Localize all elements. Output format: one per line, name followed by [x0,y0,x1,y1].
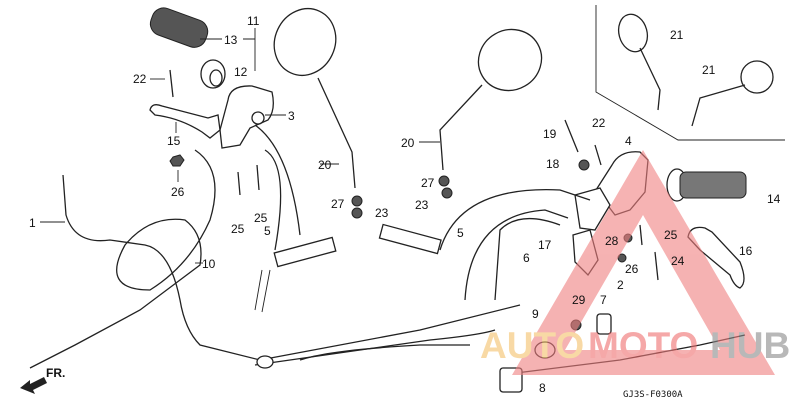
label-1: 1 [29,216,36,230]
cables [29,124,746,393]
right-grip [666,168,747,202]
label-9: 9 [532,307,539,321]
label-27: 27 [421,176,435,190]
label-14: 14 [767,192,781,206]
label-12: 12 [234,65,248,79]
label-5: 5 [264,224,271,238]
watermark-triangle [512,150,775,375]
label-26: 26 [625,262,639,276]
drawing-code: GJ3S-F0300A [623,390,683,400]
label-22: 22 [133,72,147,86]
watermark-moto: MOTO [588,325,698,366]
label-16: 16 [739,244,753,258]
label-3: 3 [288,109,295,123]
watermark-hub: HUB [710,325,790,366]
screw-25-a [237,171,241,196]
leader-lines [40,28,440,264]
label-15: 15 [167,134,181,148]
label-25: 25 [254,211,268,225]
label-21: 21 [702,63,716,77]
mirror-right [438,28,543,199]
pin-19 [564,119,579,153]
label-18: 18 [546,157,560,171]
label-28: 28 [605,234,619,248]
label-11: 11 [247,14,260,28]
label-2: 2 [617,278,624,292]
left-grip [149,7,226,89]
label-8: 8 [539,381,546,395]
label-5: 5 [457,226,464,240]
label-10: 10 [202,257,216,271]
mirror-option-a [617,13,661,111]
nut-26-left [169,154,185,167]
label-19: 19 [543,127,557,141]
watermark-logo: AUTO MOTO HUB [480,150,790,375]
label-13: 13 [224,33,238,47]
inset-divider [595,5,785,141]
bolt-24 [654,251,659,281]
collar-18 [578,159,590,171]
bolt-22-right [594,144,602,166]
mirror-left [273,8,363,219]
mirror-option-b [691,60,774,127]
label-25: 25 [231,222,245,236]
label-20: 20 [318,158,332,172]
part-labels: 13 11 12 22 3 15 26 1 10 25 25 5 20 27 2… [29,14,781,395]
label-26: 26 [171,185,185,199]
bolt-22-left [169,69,174,98]
front-label: FR. [46,366,65,380]
front-arrow: FR. [20,366,65,394]
label-29: 29 [572,293,586,307]
label-21: 21 [670,28,684,42]
label-20: 20 [401,136,415,150]
brake-lever [687,226,745,289]
label-23: 23 [375,206,389,220]
left-switch-housing [219,85,274,149]
label-4: 4 [625,134,632,148]
label-17: 17 [538,238,552,252]
watermark-auto: AUTO [480,325,584,366]
label-7: 7 [600,293,607,307]
clutch-lever [149,104,221,139]
label-23: 23 [415,198,429,212]
bracket-7 [596,313,612,335]
label-6: 6 [523,251,530,265]
label-24: 24 [671,254,685,268]
label-27: 27 [331,197,345,211]
screw-25-c [639,224,643,246]
label-25: 25 [664,228,678,242]
screw-25-b [256,164,260,191]
label-22: 22 [592,116,606,130]
